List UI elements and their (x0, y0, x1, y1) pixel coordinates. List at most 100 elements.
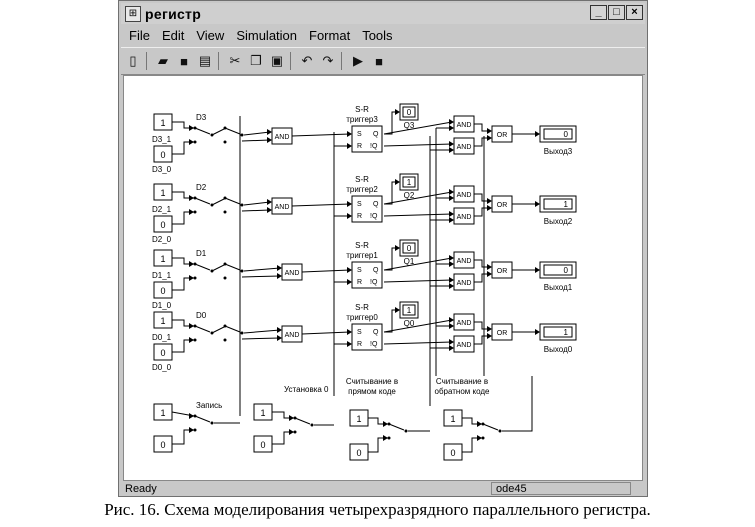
sr-trigger-block[interactable] (351, 323, 383, 351)
signal-line (502, 394, 533, 432)
arrow-head (395, 179, 400, 185)
arrow-head (487, 128, 492, 134)
maximize-button[interactable]: □ (608, 5, 625, 20)
arrow-head (277, 335, 282, 341)
output-display-label: Выход1 (544, 283, 573, 292)
menu-tools[interactable]: Tools (362, 27, 393, 43)
output-display-inner (543, 128, 573, 140)
signal-line (291, 133, 351, 137)
gate-label: OR (497, 330, 508, 337)
arrow-head (449, 125, 454, 131)
manual-switch[interactable] (189, 321, 217, 345)
title-bar[interactable]: ⊞ регистр _ □ × (121, 3, 645, 24)
signal-line (474, 321, 490, 330)
arrow-head (487, 326, 492, 332)
arrow-head (289, 415, 294, 421)
arrow-head (267, 129, 272, 135)
constant-label: D0_0 (152, 363, 172, 372)
copy-icon[interactable]: ❐ (250, 53, 262, 68)
constant-label: D2_1 (152, 205, 172, 214)
arrow-head (449, 147, 454, 153)
signal-line (383, 143, 453, 147)
gate-label: AND (457, 320, 472, 327)
switch-contact (293, 430, 297, 434)
trigger-label: S-R (355, 241, 369, 250)
switch-contact (498, 429, 502, 433)
arrow-head (347, 341, 352, 347)
status-solver: ode45 (491, 482, 631, 495)
cut-icon[interactable]: ✂ (229, 53, 241, 68)
sr-trigger-block[interactable] (351, 195, 383, 223)
arrow-head (449, 211, 454, 217)
model-app-icon: ⊞ (125, 5, 141, 22)
sr-trigger-block[interactable] (351, 261, 383, 289)
minimize-button[interactable]: _ (590, 5, 607, 20)
switch-label: Установка 0 (284, 385, 329, 394)
output-display-inner (543, 326, 573, 338)
open-folder-icon[interactable]: ▰ (158, 53, 168, 68)
signal-line (301, 269, 351, 273)
switch-contact (193, 210, 197, 214)
q-display-value: 1 (407, 178, 412, 187)
switch-label: D3 (196, 113, 207, 122)
save-icon[interactable]: ■ (180, 53, 188, 69)
close-button[interactable]: × (626, 5, 643, 20)
undo-icon[interactable]: ↶ (301, 53, 313, 68)
menu-file[interactable]: File (129, 27, 150, 43)
arrow-head (267, 137, 272, 143)
switch-contact (240, 203, 244, 207)
stop-icon[interactable]: ■ (375, 53, 383, 69)
menu-simulation[interactable]: Simulation (236, 27, 298, 43)
constant-value: 1 (160, 316, 165, 326)
signal-line (243, 267, 281, 272)
signal-line (211, 197, 227, 206)
arrow-head (535, 329, 540, 335)
constant-value: 0 (160, 440, 165, 450)
signal-line (211, 263, 227, 272)
output-display-label: Выход3 (544, 147, 573, 156)
redo-icon[interactable]: ↷ (322, 53, 334, 68)
figure-caption: Рис. 16. Схема моделирования четырехразр… (104, 500, 651, 519)
signal-line (388, 423, 405, 431)
signal-line (194, 415, 211, 423)
switch-label: D0 (196, 311, 207, 320)
trigger-port-s: S (357, 267, 362, 274)
paste-icon[interactable]: ▣ (270, 53, 284, 68)
new-file-icon[interactable]: ▯ (129, 53, 137, 68)
window-title: регистр (145, 5, 202, 22)
signal-line (224, 325, 241, 333)
arrow-head (487, 271, 492, 277)
toolbar-separator (218, 52, 219, 70)
print-icon[interactable]: ▤ (198, 53, 212, 68)
switch-contact (310, 423, 314, 427)
menu-edit[interactable]: Edit (161, 27, 185, 43)
menu-bar: File Edit View Simulation Format Tools (121, 25, 645, 45)
play-icon[interactable]: ▶ (353, 53, 363, 68)
sr-trigger-block[interactable] (351, 125, 383, 153)
gate-label: AND (457, 342, 472, 349)
menu-view[interactable]: View (196, 27, 225, 43)
arrow-head (189, 261, 194, 267)
arrow-head (347, 279, 352, 285)
manual-switch[interactable] (189, 193, 217, 217)
signal-line (474, 207, 490, 217)
constant-value: 1 (160, 188, 165, 198)
signal-line (383, 341, 453, 345)
arrow-head (535, 131, 540, 137)
gate-label: AND (285, 332, 300, 339)
switch-label: прямом коде (348, 387, 396, 396)
arrow-head (189, 209, 194, 215)
signal-line (241, 275, 281, 278)
gate-label: AND (275, 134, 290, 141)
switch-contact (240, 133, 244, 137)
constant-label: D2_0 (152, 235, 172, 244)
manual-switch[interactable] (189, 259, 217, 283)
menu-format[interactable]: Format (309, 27, 351, 43)
signal-line (384, 247, 398, 271)
manual-switch[interactable] (189, 123, 217, 147)
arrow-head (487, 135, 492, 141)
constant-value: 0 (160, 348, 165, 358)
q-display-value: 0 (407, 244, 412, 253)
